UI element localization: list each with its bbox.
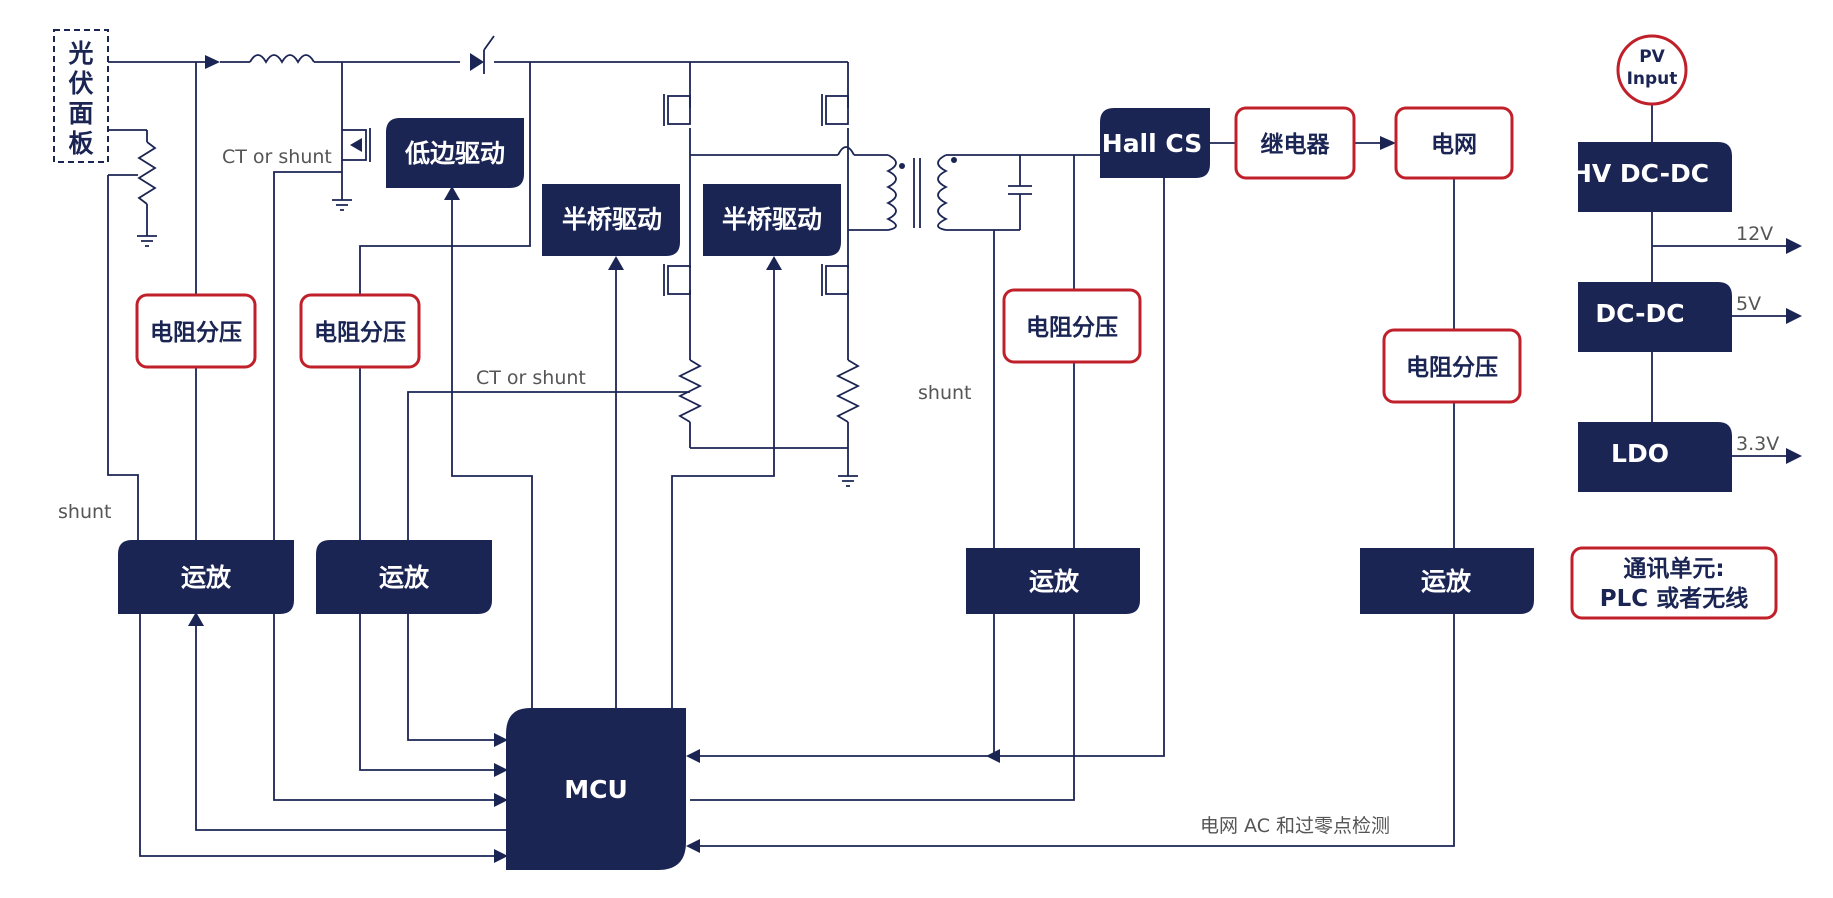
relay-block: 继电器 [1234, 106, 1356, 180]
svg-text:半桥驱动: 半桥驱动 [722, 205, 822, 234]
hv-dcdc-block: HV DC-DC [1571, 142, 1732, 212]
comm-unit-block: 通讯单元: PLC 或者无线 [1570, 546, 1778, 620]
voltage-divider-4: 电阻分压 [1382, 328, 1522, 404]
label-ct-shunt-1: CT or shunt [222, 146, 332, 168]
svg-text:DC-DC: DC-DC [1595, 299, 1684, 328]
mcu-block: MCU [506, 708, 686, 870]
half-bridge-driver-2: 半桥驱动 [703, 184, 841, 256]
svg-text:电阻分压: 电阻分压 [150, 320, 242, 346]
pv-panel-char-4: 板 [68, 129, 93, 158]
svg-text:半桥驱动: 半桥驱动 [562, 205, 662, 234]
svg-text:运放: 运放 [1029, 567, 1080, 596]
svg-text:PV: PV [1639, 47, 1665, 67]
svg-text:MCU: MCU [564, 775, 628, 804]
wires [107, 35, 1802, 863]
half-bridge-driver-1: 半桥驱动 [542, 184, 680, 256]
pv-panel: 光 伏 面 板 [53, 29, 109, 163]
svg-text:通讯单元:: 通讯单元: [1623, 556, 1724, 582]
label-grid-detect: 电网 AC 和过零点检测 [1200, 815, 1390, 837]
svg-text:HV DC-DC: HV DC-DC [1571, 159, 1709, 188]
svg-text:电阻分压: 电阻分压 [1026, 315, 1118, 341]
svg-text:电网: 电网 [1431, 132, 1477, 158]
svg-text:PLC 或者无线: PLC 或者无线 [1600, 585, 1748, 612]
label-shunt-left: shunt [58, 501, 111, 523]
voltage-divider-1: 电阻分压 [135, 293, 257, 369]
pv-panel-char-3: 面 [68, 99, 93, 128]
svg-text:运放: 运放 [1421, 567, 1472, 596]
opamp-3: 运放 [966, 548, 1140, 614]
output-3v3-label: 3.3V [1736, 433, 1779, 455]
svg-text:继电器: 继电器 [1261, 131, 1331, 158]
label-shunt-right: shunt [918, 382, 971, 404]
pv-panel-char-2: 伏 [68, 69, 93, 98]
output-12v-label: 12V [1736, 223, 1773, 245]
svg-text:Input: Input [1627, 69, 1678, 89]
hall-cs-block: Hall CS [1100, 108, 1210, 178]
svg-text:运放: 运放 [379, 563, 430, 592]
ldo-block: LDO [1578, 422, 1732, 492]
output-5v-label: 5V [1736, 293, 1761, 315]
svg-text:运放: 运放 [181, 563, 232, 592]
label-ct-shunt-2: CT or shunt [476, 367, 586, 389]
opamp-2: 运放 [316, 540, 492, 614]
voltage-divider-3: 电阻分压 [1002, 288, 1142, 364]
grid-block: 电网 [1394, 106, 1514, 180]
svg-text:电阻分压: 电阻分压 [1406, 355, 1498, 381]
voltage-divider-2: 电阻分压 [299, 293, 421, 369]
svg-text:LDO: LDO [1611, 439, 1669, 468]
pv-input-circle: PV Input [1616, 34, 1688, 106]
opamp-1: 运放 [118, 540, 294, 614]
dcdc-block: DC-DC [1578, 282, 1732, 352]
opamp-4: 运放 [1360, 548, 1534, 614]
low-side-driver: 低边驱动 [386, 118, 524, 188]
svg-text:低边驱动: 低边驱动 [404, 139, 505, 168]
svg-text:电阻分压: 电阻分压 [314, 320, 406, 346]
svg-text:Hall CS: Hall CS [1102, 129, 1202, 158]
pv-panel-char-1: 光 [67, 39, 93, 68]
